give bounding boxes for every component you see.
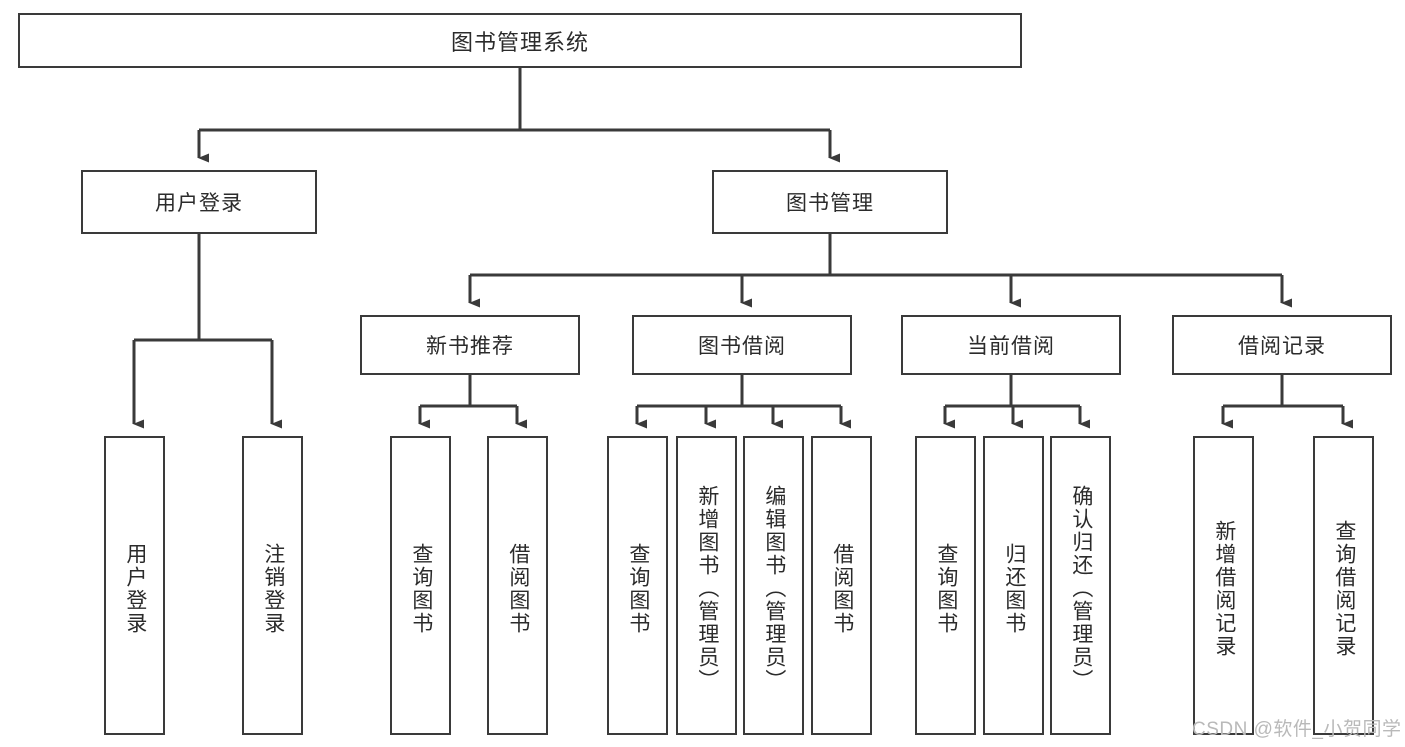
node-leaf-add-book-label: 新增图书（管理员） [695, 485, 719, 692]
node-leaf-user-login-label: 用户登录 [123, 542, 147, 635]
node-leaf-borrow-book-2[interactable]: 借阅图书 [811, 436, 872, 735]
node-leaf-query-book-1-label: 查询图书 [409, 542, 433, 635]
node-leaf-add-book[interactable]: 新增图书（管理员） [676, 436, 737, 735]
node-new-book-recommend[interactable]: 新书推荐 [360, 315, 580, 375]
node-borrow-record[interactable]: 借阅记录 [1172, 315, 1392, 375]
node-leaf-confirm-return[interactable]: 确认归还（管理员） [1050, 436, 1111, 735]
node-book-manage[interactable]: 图书管理 [712, 170, 948, 234]
watermark-csdn: CSDN @软件_小贺同学 [1192, 719, 1402, 740]
node-leaf-logout[interactable]: 注销登录 [242, 436, 303, 735]
node-leaf-query-book-1[interactable]: 查询图书 [390, 436, 451, 735]
edges-newbook-leaves [418, 375, 527, 429]
node-leaf-edit-book-label: 编辑图书（管理员） [762, 485, 786, 692]
node-leaf-borrow-book-2-label: 借阅图书 [830, 542, 854, 635]
edges-bookborrow-leaves [635, 375, 851, 429]
node-borrow-record-label: 借阅记录 [1238, 335, 1326, 358]
edges-userlogin-leaves [132, 234, 282, 429]
node-leaf-query-book-3[interactable]: 查询图书 [915, 436, 976, 735]
node-leaf-query-record-label: 查询借阅记录 [1332, 519, 1356, 658]
node-leaf-borrow-book-1-label: 借阅图书 [506, 542, 530, 635]
node-book-manage-label: 图书管理 [786, 192, 874, 215]
node-current-borrow[interactable]: 当前借阅 [901, 315, 1121, 375]
edges-level2-level3 [468, 234, 1292, 308]
node-root[interactable]: 图书管理系统 [18, 13, 1022, 68]
node-current-borrow-label: 当前借阅 [967, 335, 1055, 358]
node-leaf-user-login[interactable]: 用户登录 [104, 436, 165, 735]
node-user-login-label: 用户登录 [155, 192, 243, 215]
edges-currentborrow-leaves [943, 375, 1090, 429]
node-leaf-query-book-2-label: 查询图书 [626, 542, 650, 635]
edges-root-level2 [197, 68, 840, 163]
node-leaf-add-record-label: 新增借阅记录 [1212, 519, 1236, 658]
node-leaf-borrow-book-1[interactable]: 借阅图书 [487, 436, 548, 735]
edges-borrowrecord-leaves [1221, 375, 1353, 429]
node-book-borrow-label: 图书借阅 [698, 335, 786, 358]
node-leaf-query-book-2[interactable]: 查询图书 [607, 436, 668, 735]
node-leaf-confirm-return-label: 确认归还（管理员） [1069, 485, 1093, 692]
node-root-label: 图书管理系统 [450, 29, 589, 55]
node-user-login[interactable]: 用户登录 [81, 170, 317, 234]
node-leaf-return-book-label: 归还图书 [1002, 542, 1026, 635]
node-leaf-logout-label: 注销登录 [261, 542, 285, 635]
node-leaf-query-book-3-label: 查询图书 [934, 542, 958, 635]
node-leaf-add-record[interactable]: 新增借阅记录 [1193, 436, 1254, 735]
node-leaf-edit-book[interactable]: 编辑图书（管理员） [743, 436, 804, 735]
node-leaf-return-book[interactable]: 归还图书 [983, 436, 1044, 735]
node-leaf-query-record[interactable]: 查询借阅记录 [1313, 436, 1374, 735]
node-new-book-recommend-label: 新书推荐 [426, 335, 514, 358]
node-book-borrow[interactable]: 图书借阅 [632, 315, 852, 375]
